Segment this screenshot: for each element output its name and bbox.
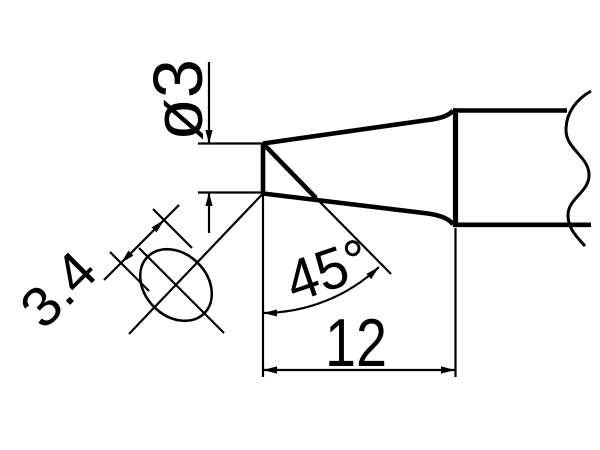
bevel-edge — [261, 141, 318, 200]
dim-diameter-arrow-top — [205, 130, 213, 144]
dim-length-arrow-right — [441, 366, 455, 374]
dim-face-width-ext-upper — [152, 208, 193, 249]
dim-diameter-label: ø3 — [139, 59, 217, 141]
projection-centerline — [128, 192, 264, 335]
shaft — [453, 89, 592, 247]
dim-face-width-label: 3.4 — [8, 239, 109, 340]
dim-face-width-ext-lower — [109, 251, 150, 292]
dim-diameter-arrow-bottom — [205, 192, 213, 206]
dim-angle: 45° — [262, 197, 392, 317]
dim-face-width-arrow-lower — [121, 250, 134, 263]
bevel-face-aux-view — [128, 192, 264, 335]
dim-angle-label: 45° — [277, 226, 378, 315]
break-line — [564, 89, 592, 247]
dim-length-label: 12 — [325, 305, 387, 381]
angle-arc-arrow-right — [366, 267, 379, 280]
dim-length: 12 — [261, 195, 457, 381]
cone-top-edge — [262, 108, 455, 146]
ellipse-axis-line — [138, 247, 225, 334]
cone-bottom-edge — [262, 191, 455, 226]
dim-length-arrow-left — [263, 366, 277, 374]
dim-face-width-arrow-upper — [151, 220, 164, 233]
dim-face-width-line — [103, 204, 180, 281]
angle-arc-arrow-left — [263, 309, 277, 317]
angle-arc — [262, 266, 380, 315]
tip-outline — [260, 108, 459, 227]
dim-diameter: ø3 — [139, 59, 263, 233]
bevel-extension-line — [315, 197, 392, 275]
